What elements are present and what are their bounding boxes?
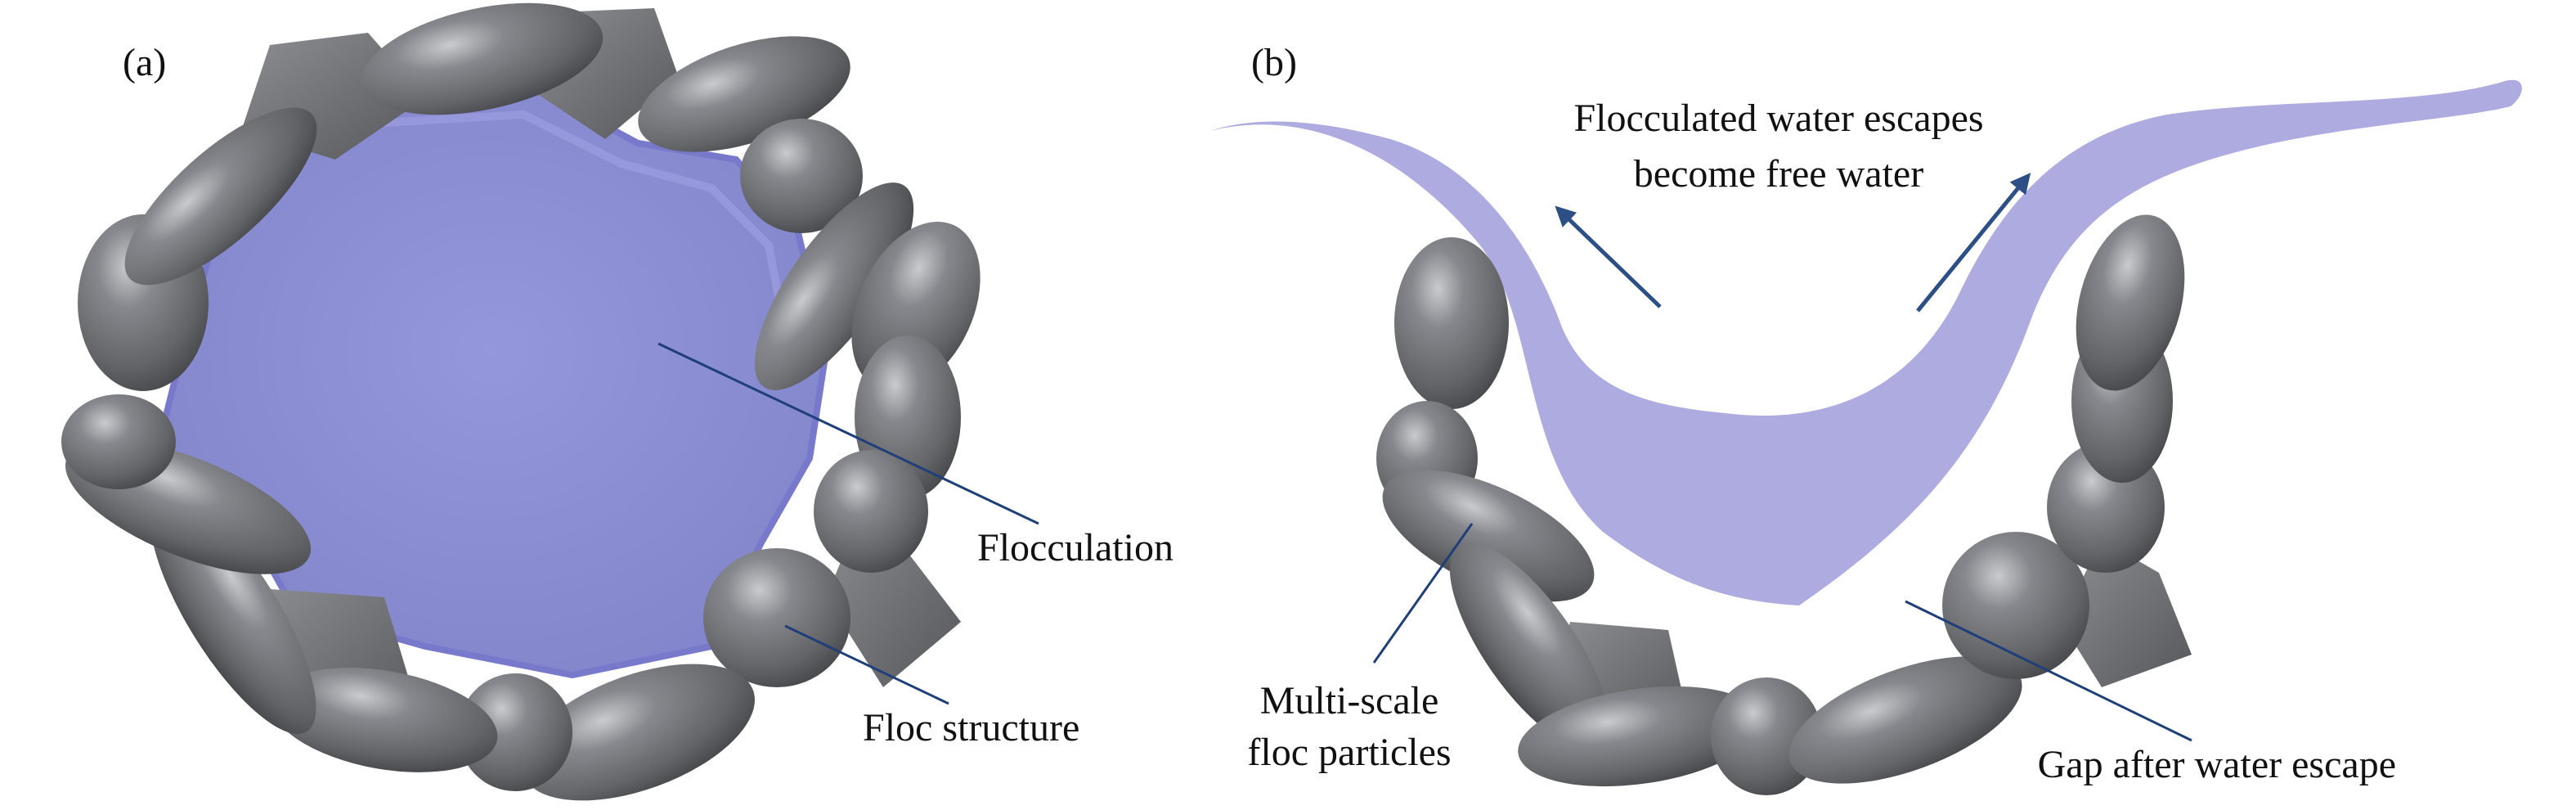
floc-particle [1382, 470, 1595, 602]
floc-particle-chain [1376, 214, 2192, 795]
floc-particle [458, 673, 572, 791]
panel-b-tag: (b) [1251, 41, 1297, 84]
flocculation-leader-line [657, 342, 1039, 525]
floc-particle [61, 394, 176, 489]
panel-a-tag: (a) [123, 41, 166, 84]
floc-particle [703, 548, 850, 687]
floc-particle [1788, 656, 2022, 784]
floc-structure-label: Floc structure [863, 706, 1079, 749]
floc-particle [361, 2, 604, 115]
flocculation-label: Flocculation [977, 526, 1174, 569]
escaping-water-stream [1210, 79, 2522, 605]
floc-particle [754, 182, 914, 390]
floc-particle [1518, 686, 1761, 787]
floc-particle [1449, 542, 1609, 750]
particles-leader-line [1372, 523, 1474, 664]
escape-label-line1: Flocculated water escapes [1573, 97, 1983, 140]
particles-label-line2: floc particles [1247, 731, 1451, 774]
floc-particle [1942, 532, 2089, 679]
escape-arrow-right [1916, 173, 2031, 313]
panel-b: (b) Flocculated water escapes become fre [1210, 41, 2522, 795]
floc-particle [271, 668, 498, 772]
escape-label-line2: become free water [1634, 152, 1923, 196]
gap-leader-line [1905, 600, 2192, 742]
floc-structure-leader-line [784, 624, 949, 705]
gap-label: Gap after water escape [2038, 743, 2396, 786]
floc-particle [740, 119, 863, 233]
escape-arrow-left [1555, 205, 1662, 308]
floc-particle [124, 107, 317, 286]
floc-particle [814, 450, 928, 573]
floc-particle [2076, 214, 2185, 391]
panel-a: (a) [61, 2, 1174, 801]
floc-particle [521, 664, 755, 801]
floc-particle-ring [61, 2, 981, 801]
floc-particle [1394, 237, 1509, 409]
particles-label-line1: Multi-scale [1260, 679, 1439, 722]
cube-particle [2061, 540, 2192, 687]
